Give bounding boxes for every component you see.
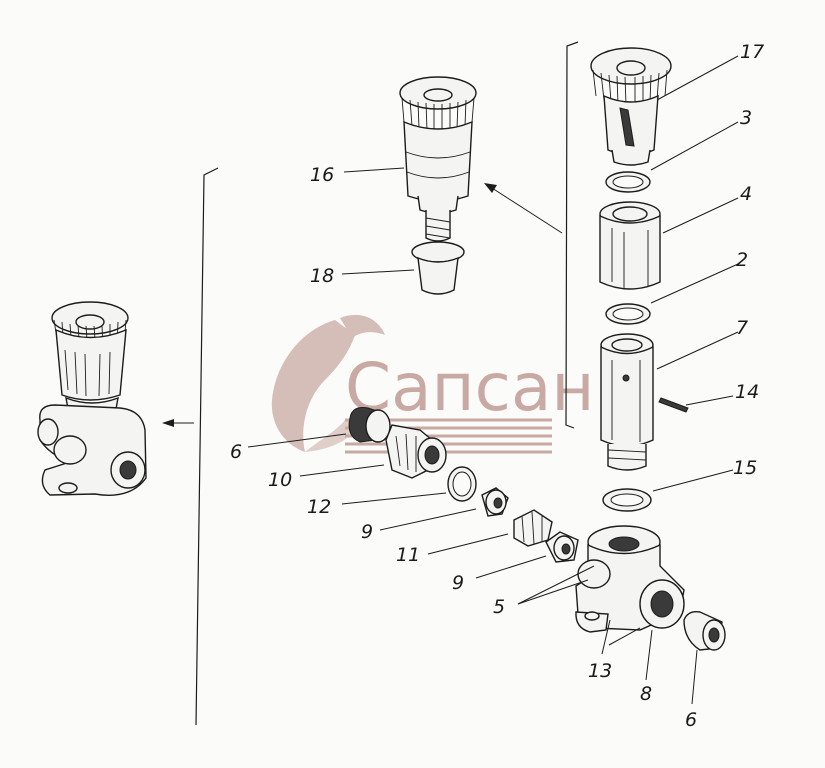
- watermark-text: Сапсан: [345, 349, 595, 426]
- callout-6-right: 6: [685, 709, 697, 731]
- part-11-spring-sleeve: [513, 509, 553, 547]
- callout-13: 13: [588, 660, 612, 682]
- assembled-pump: [37, 301, 147, 496]
- watermark: Сапсан: [271, 314, 595, 454]
- right-bracket: [565, 41, 579, 429]
- arrow-to-cup-16: [484, 183, 563, 234]
- callout-5: 5: [493, 596, 505, 618]
- part-15-seal-ring: [602, 488, 652, 512]
- part-18-sleeve: [411, 241, 465, 295]
- callout-14: 14: [735, 381, 759, 403]
- part-10-fitting: [385, 424, 447, 479]
- callout-9-upper: 9: [361, 521, 373, 543]
- callout-16: 16: [310, 164, 334, 186]
- callout-2: 2: [736, 249, 748, 271]
- part-3-seal-ring: [605, 171, 651, 193]
- part-6-cap-right: [683, 610, 726, 651]
- part-14-pin: [658, 397, 689, 413]
- part-6-cap-left: [348, 407, 391, 443]
- part-4-bowl: [599, 201, 661, 290]
- callout-4: 4: [740, 183, 752, 205]
- leader-lines: [247, 55, 739, 705]
- callout-11: 11: [396, 544, 420, 566]
- left-bracket: [195, 167, 219, 726]
- part-8-pump-body: [575, 525, 685, 633]
- arrow-head-icon: [484, 183, 497, 193]
- arrow-head-icon: [162, 419, 174, 427]
- arrow-to-assembly: [162, 419, 194, 427]
- part-17-cap: [590, 47, 672, 166]
- callout-9-lower: 9: [452, 572, 464, 594]
- callout-17: 17: [740, 41, 764, 63]
- callout-12: 12: [307, 496, 331, 518]
- callout-3: 3: [740, 107, 752, 129]
- callout-15: 15: [733, 457, 757, 479]
- part-2-seal-ring: [605, 303, 651, 325]
- part-9-valve-upper: [481, 487, 509, 517]
- callout-labels: 17 3 4 2 7 14 15 16 18 6 10 12 9 11 9 5 …: [230, 41, 764, 731]
- callout-8: 8: [640, 683, 652, 705]
- part-9-valve-lower: [545, 531, 579, 563]
- callout-10: 10: [268, 469, 292, 491]
- callout-7: 7: [736, 317, 748, 339]
- part-16-filter-cup: [399, 76, 477, 242]
- part-7-cylinder: [600, 333, 654, 471]
- callout-18: 18: [310, 265, 334, 287]
- part-12-seal-ring: [447, 466, 477, 502]
- callout-6-left: 6: [230, 441, 242, 463]
